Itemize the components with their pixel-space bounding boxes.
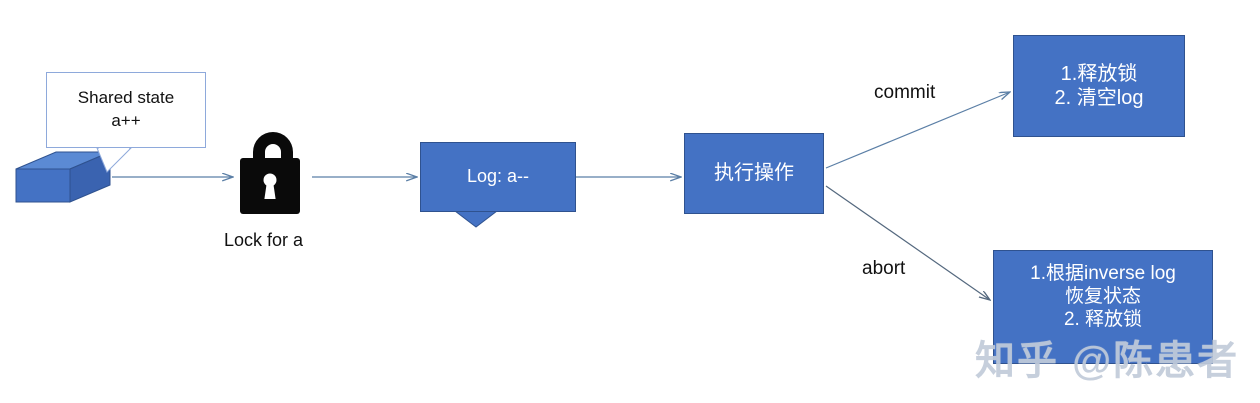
log-box-line-1: Log: a--: [466, 166, 530, 187]
shared-state-callout: Shared state a++: [46, 72, 206, 148]
log-box-tail: [453, 210, 499, 228]
shared-state-line-2: a++: [111, 111, 141, 130]
abort-box: 1.根据inverse log 恢复状态 2. 释放锁: [993, 250, 1213, 364]
callout-tail: [96, 147, 133, 173]
abort-box-line-3: 2. 释放锁: [1063, 309, 1143, 331]
commit-box-line-2: 2. 清空log: [1054, 87, 1144, 109]
shared-state-line-1: Shared state: [77, 88, 175, 108]
watermark: 知乎 @陈患者: [975, 339, 1240, 383]
edge-label-commit: commit: [874, 82, 936, 103]
execute-box-line-1: 执行操作: [714, 162, 794, 185]
log-box: Log: a--: [420, 142, 576, 212]
execute-box: 执行操作: [684, 133, 824, 214]
commit-box-line-1: 1.释放锁: [1060, 62, 1138, 85]
abort-box-line-1: 1.根据inverse log: [1030, 263, 1176, 284]
data-cube-icon: [15, 151, 111, 203]
abort-box-line-2: 恢复状态: [1064, 286, 1141, 308]
commit-box: 1.释放锁 2. 清空log: [1013, 35, 1185, 137]
open-padlock-icon: [240, 132, 300, 214]
edge-label-abort: abort: [862, 258, 906, 279]
lock-caption: Lock for a: [224, 230, 304, 250]
edge-execute-to-abort: [825, 185, 990, 300]
